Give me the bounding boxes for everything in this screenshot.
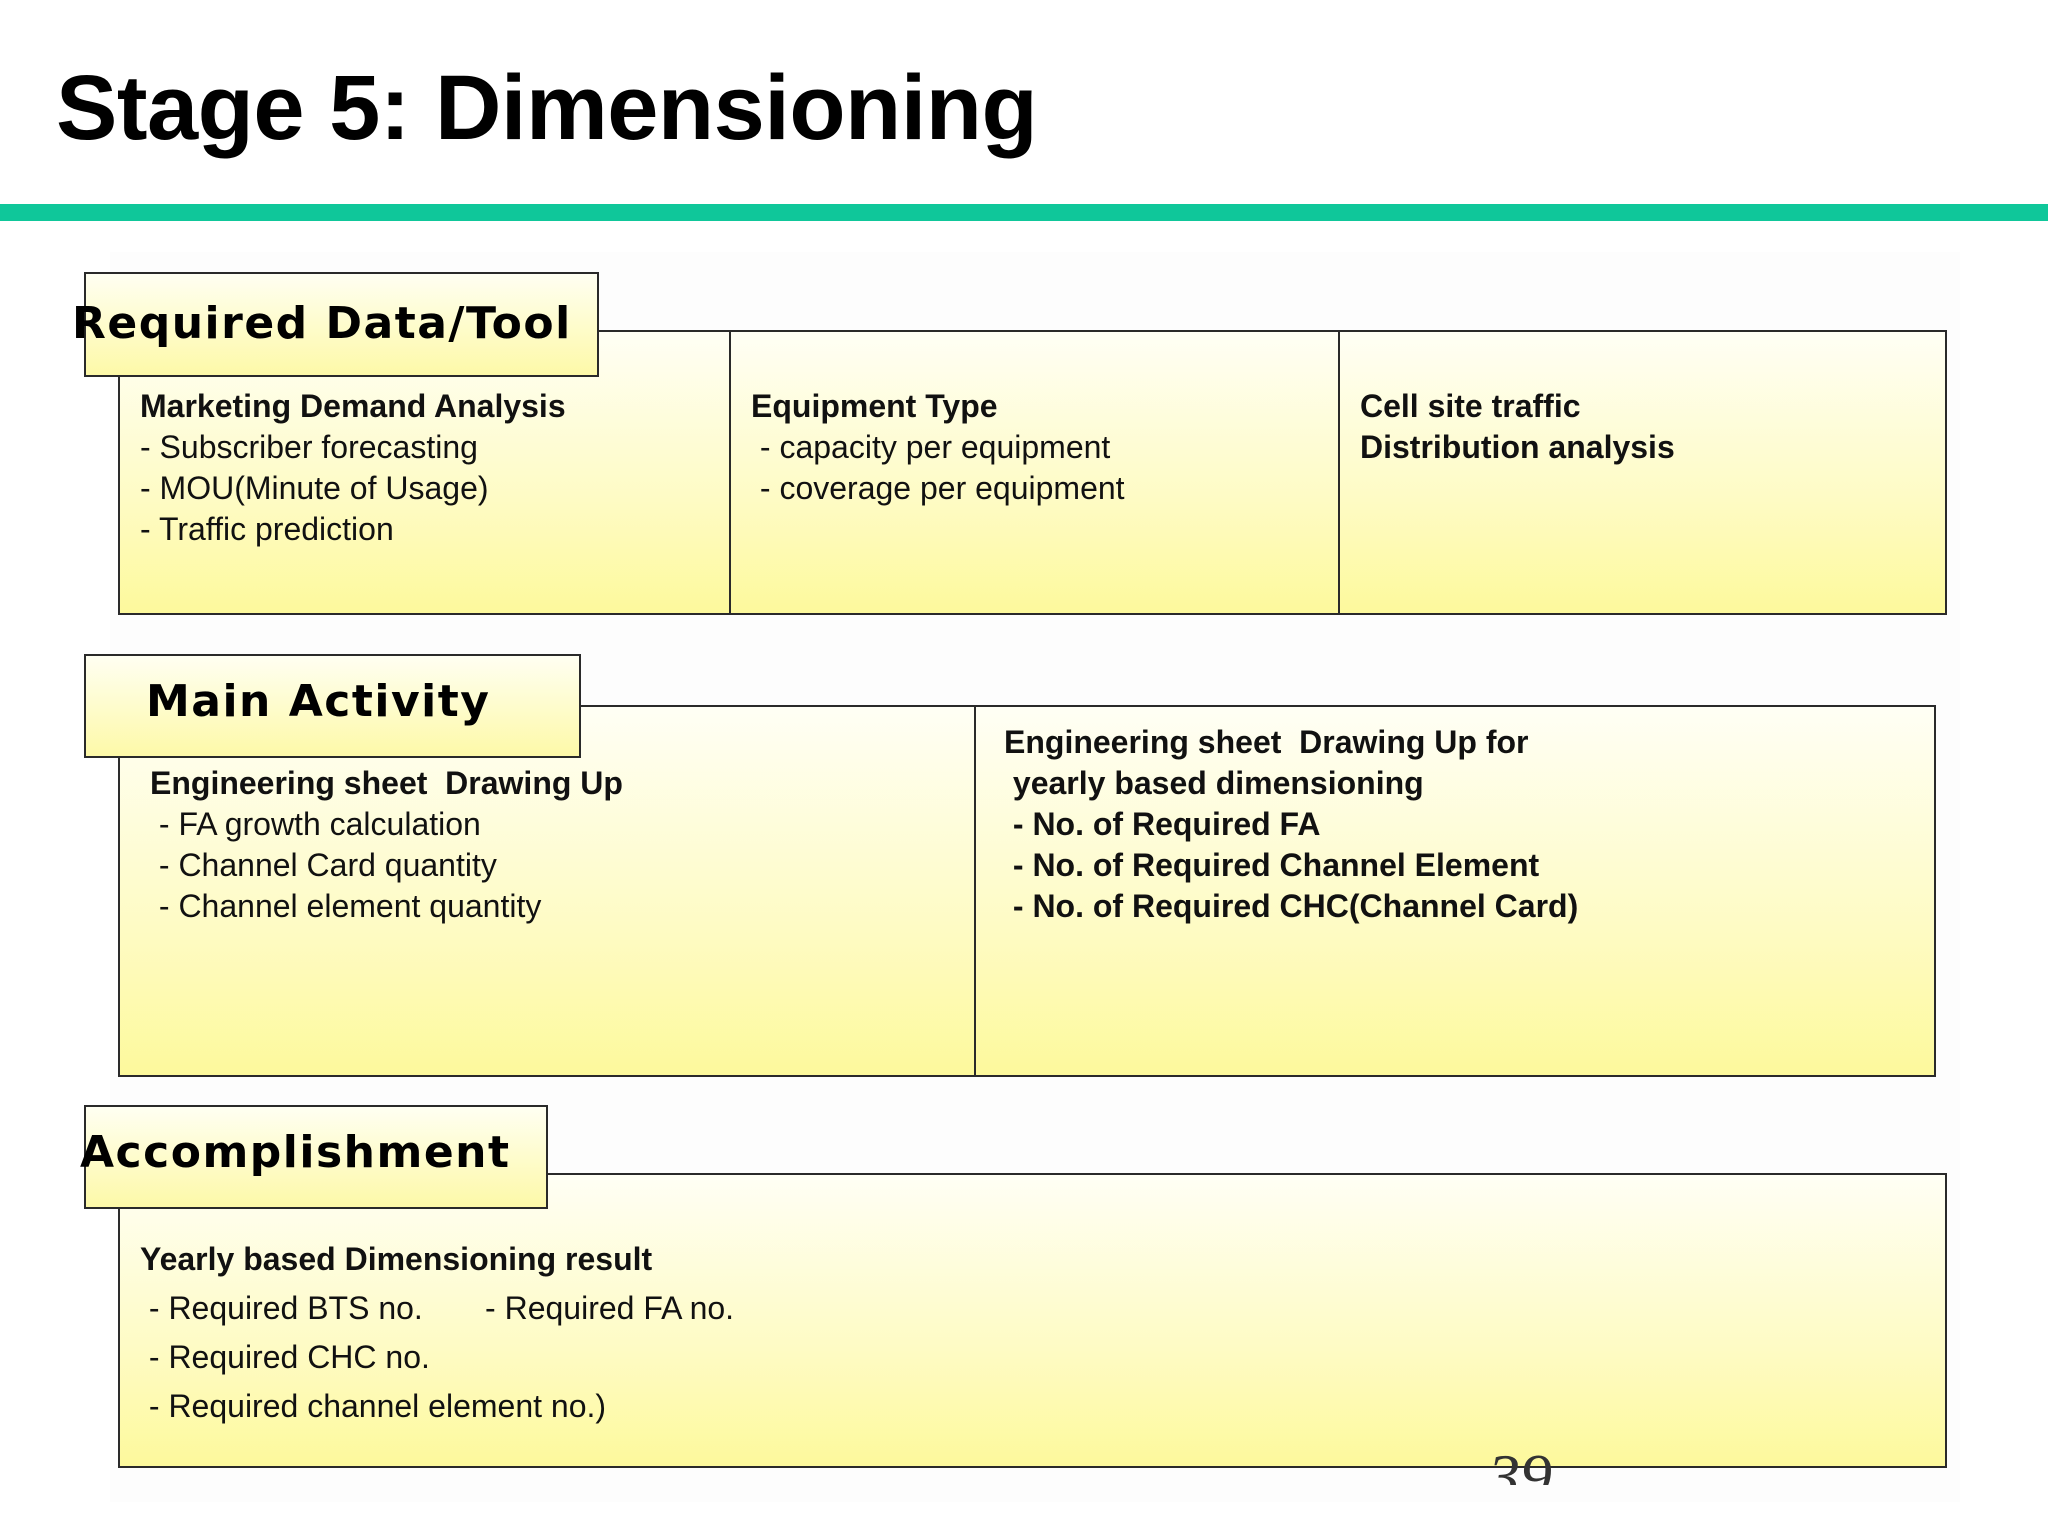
accomplishment-tag: Accomplishment — [80, 1105, 548, 1209]
main-col-item: - Channel Card quantity — [150, 847, 497, 883]
main-col-yearly: Engineering sheet Drawing Up for yearly … — [974, 707, 1934, 1075]
required-col-traffic: Cell site traffic Distribution analysis — [1338, 332, 1945, 613]
required-data-tag: Required Data/Tool — [72, 272, 599, 377]
required-col-equipment: Equipment Type - capacity per equipment … — [729, 332, 1338, 613]
required-col-heading: Cell site traffic — [1360, 388, 1581, 424]
accomplishment-heading: Yearly based Dimensioning result — [140, 1241, 653, 1277]
main-col-heading: Engineering sheet Drawing Up — [150, 765, 623, 801]
title-rule — [0, 204, 2048, 221]
required-col-marketing: Marketing Demand Analysis - Subscriber f… — [120, 332, 729, 613]
main-col-item: - No. of Required Channel Element — [1004, 847, 1540, 883]
main-col-sheet: Engineering sheet Drawing Up - FA growth… — [120, 707, 974, 1075]
required-col-heading: Equipment Type — [751, 388, 998, 424]
required-col-item: - capacity per equipment — [751, 429, 1111, 465]
main-activity-tag-label: Main Activity — [146, 676, 491, 727]
accomplishment-item: - Required channel element no.) — [140, 1388, 607, 1424]
accomplishment-body: Yearly based Dimensioning result - Requi… — [120, 1175, 1945, 1466]
required-data-tag-label: Required Data/Tool — [72, 298, 572, 349]
required-col-item: - Subscriber forecasting — [140, 429, 478, 465]
accomplishment-tag-label: Accomplishment — [80, 1127, 511, 1178]
accomplishment-panel: Yearly based Dimensioning result - Requi… — [118, 1173, 1947, 1468]
main-col-item: - No. of Required FA — [1004, 806, 1321, 842]
accomplishment-item: - Required BTS no. - Required FA no. — [140, 1290, 735, 1326]
required-col-item: - coverage per equipment — [751, 470, 1125, 506]
main-activity-panel: Engineering sheet Drawing Up - FA growth… — [118, 705, 1936, 1077]
main-col-item: - No. of Required CHC(Channel Card) — [1004, 888, 1579, 924]
main-col-heading: yearly based dimensioning — [1004, 765, 1424, 801]
main-col-item: - Channel element quantity — [150, 888, 542, 924]
required-data-panel: Marketing Demand Analysis - Subscriber f… — [118, 330, 1947, 615]
slide-title: Stage 5: Dimensioning — [56, 57, 1038, 159]
required-col-item: - Traffic prediction — [140, 511, 394, 547]
page-number: 39 — [1488, 1445, 1552, 1485]
main-col-heading: Engineering sheet Drawing Up for — [1004, 724, 1529, 760]
accomplishment-item: - Required CHC no. — [140, 1339, 430, 1375]
main-activity-tag: Main Activity — [84, 654, 581, 758]
main-col-item: - FA growth calculation — [150, 806, 481, 842]
required-col-heading: Distribution analysis — [1360, 429, 1675, 465]
required-col-heading: Marketing Demand Analysis — [140, 388, 566, 424]
required-col-item: - MOU(Minute of Usage) — [140, 470, 489, 506]
